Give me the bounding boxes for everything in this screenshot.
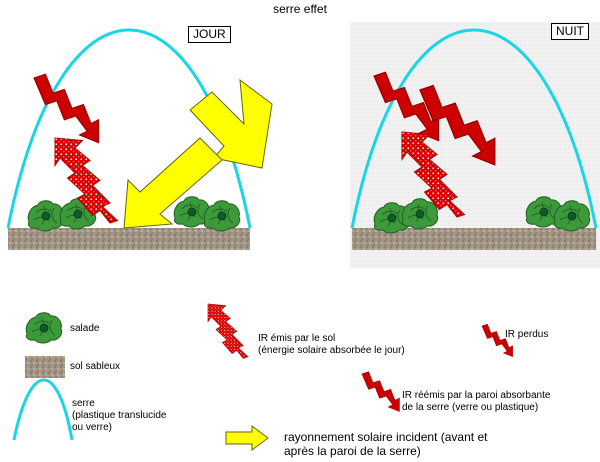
night-panel [350,22,600,268]
legend-ir-lost-label: IR perdus [505,329,549,340]
legend-soil-label: sol sableux [70,361,121,372]
legend [12,303,513,451]
legend-ir-emitted-label: IR émis par le sol (énergie solaire abso… [258,333,405,356]
legend-greenhouse-label: serre (plastique translucide ou verre) [72,398,167,433]
legend-ir-reemitted-icon [361,371,400,412]
day-soil [8,228,250,250]
legend-salad-label: salade [70,323,100,334]
night-label: NUIT [551,23,589,40]
night-greenhouse-arc [350,28,598,229]
day-salad-4 [203,200,241,232]
legend-ir-reemitted-label: IR réémis par la paroi absorbante de la … [402,390,551,413]
legend-greenhouse-icon [12,378,74,441]
day-label: JOUR [188,26,231,43]
legend-solar-icon [225,425,269,451]
legend-solar-label: rayonnement solaire incident (avant et a… [284,430,488,458]
day-salad-1 [27,200,65,232]
legend-salad-icon [25,312,63,344]
legend-soil-icon [25,356,65,378]
page-title: serre effet [273,2,327,16]
day-solar-arrow-lower [123,137,223,229]
night-soil [352,228,596,250]
day-solar-arrow-upper [189,78,273,169]
day-panel [6,28,273,250]
legend-ir-emitted-icon [207,303,249,359]
